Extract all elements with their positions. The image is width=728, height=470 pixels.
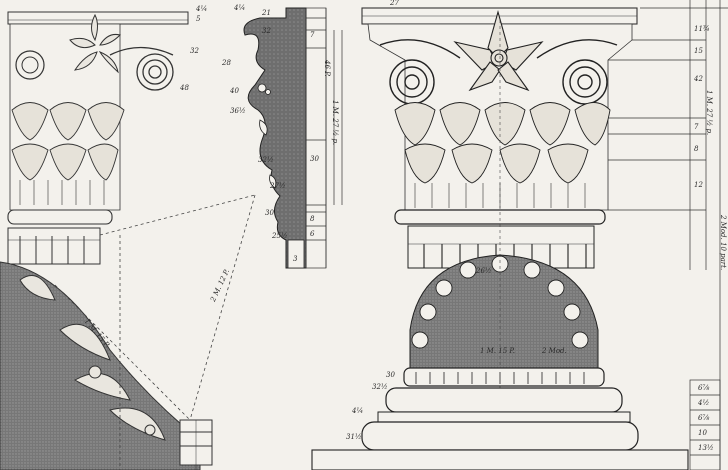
dim-right-scale: 1 M. 27 ½ p. [705, 90, 713, 136]
left-small-detail [179, 419, 213, 470]
center-profile [243, 7, 343, 269]
dim-arch-2612: 26½ [476, 267, 492, 275]
left-plan-section [0, 261, 201, 470]
dim-right-7: 7 [694, 123, 699, 131]
dim-right-15: 15 [694, 47, 703, 55]
dim-center-40: 40 [230, 87, 239, 95]
dim-center-vertical-scale-2: 1 M. 27 ½ p. [331, 100, 339, 146]
column-base [311, 367, 689, 470]
dim-right-vertical-scale: 2 Mod. 10 part. [719, 215, 727, 271]
dim-right-42: 42 [694, 75, 703, 83]
dim-left-top-2: 5 [196, 15, 201, 23]
dim-center-21: 21 [262, 9, 271, 17]
dim-base-right-2: 4½ [698, 399, 710, 407]
arch-label: 1 M. 15 P. [480, 347, 515, 355]
dim-left-top: 4¼ [196, 5, 208, 13]
dim-center-3612: 36½ [230, 107, 246, 115]
dim-right-1134: 11¾ [694, 25, 710, 33]
dim-center-vertical-scale: 46 P. [323, 60, 331, 77]
arch-label-2: 2 Mod. [542, 347, 567, 355]
dim-base-right-5: 13½ [698, 444, 714, 452]
dim-center-30: 30 [265, 209, 274, 217]
dim-right-12: 12 [694, 181, 703, 189]
dim-right-27: 27 [390, 0, 399, 7]
dim-center-3: 3 [293, 255, 298, 263]
dim-base-3112: 31½ [346, 433, 362, 441]
dim-center-4: 4¼ [234, 4, 246, 12]
dim-left-32: 32 [190, 47, 199, 55]
dim-base-3212: 32½ [372, 383, 388, 391]
dim-center-mid-30: 30 [310, 155, 319, 163]
dim-base-right-4: 10 [698, 429, 707, 437]
dim-base-30: 30 [386, 371, 395, 379]
left-capital [7, 11, 189, 265]
dim-base-4: 4¼ [352, 407, 364, 415]
dim-center-28: 28 [222, 59, 231, 67]
dim-left-48: 48 [180, 84, 189, 92]
diagonal-guides [54, 194, 256, 470]
dim-right-8: 8 [694, 145, 699, 153]
dim-center-32: 32 [262, 27, 271, 35]
dim-base-right-3: 6⅞ [698, 414, 710, 422]
shaft-plan-section [409, 20, 599, 440]
right-capital [361, 7, 638, 269]
dim-center-mid-6: 6 [310, 230, 315, 238]
dim-center-mid-8: 8 [310, 215, 315, 223]
dim-center-2712: 27½ [270, 182, 286, 190]
dim-base-right-1: 6⅞ [698, 384, 710, 392]
dim-center-3212: 32½ [258, 156, 274, 164]
right-dimension-table [608, 0, 728, 470]
dim-center-2512: 25½ [272, 232, 288, 240]
dim-center-7: 7 [310, 31, 315, 39]
